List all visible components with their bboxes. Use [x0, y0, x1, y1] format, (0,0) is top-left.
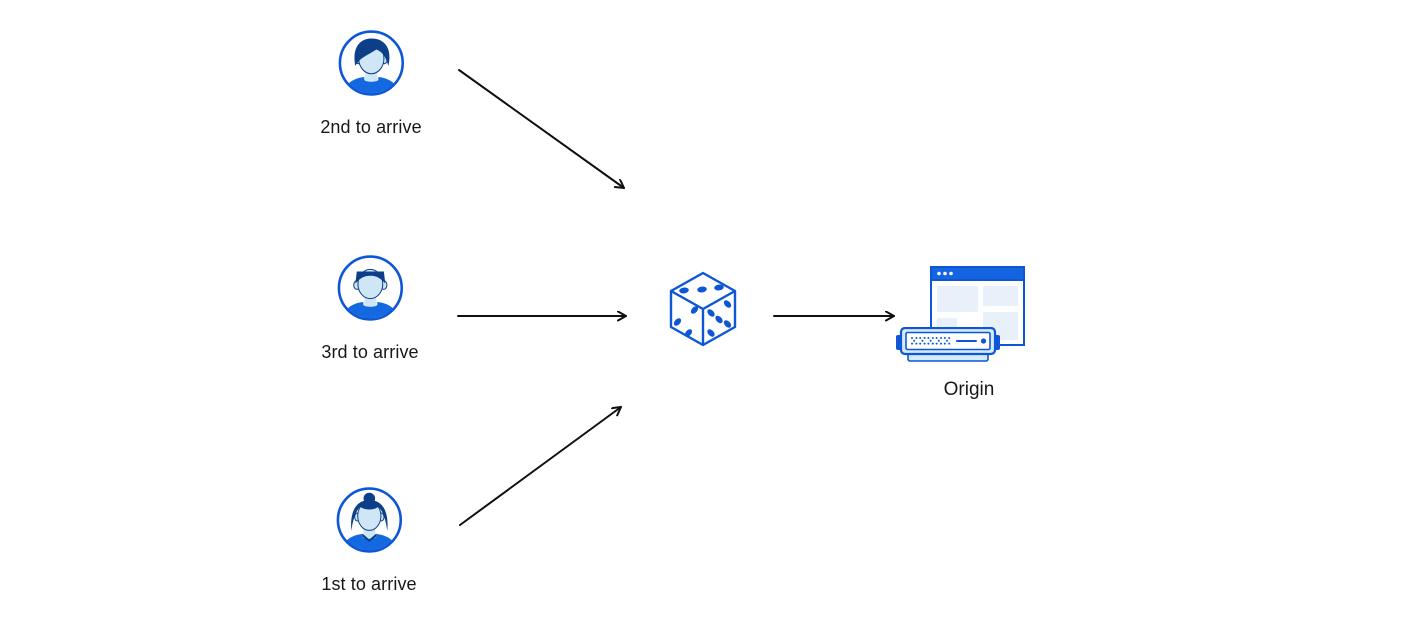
dice-icon	[669, 271, 737, 347]
female-avatar-icon	[336, 487, 402, 553]
server-icon	[896, 327, 1000, 362]
arrow-second-user-to-dice	[458, 69, 625, 189]
male-avatar-icon	[338, 30, 404, 96]
arrow-first-user-to-dice	[459, 406, 622, 526]
node-origin: Origin	[896, 266, 1036, 406]
node-first-user: 1st to arrive	[321, 487, 417, 595]
male-avatar-icon	[337, 255, 403, 321]
server-dot-pattern	[911, 337, 951, 345]
second-user-label: 2nd to arrive	[320, 117, 422, 137]
third-user-label: 3rd to arrive	[321, 342, 419, 362]
node-third-user: 3rd to arrive	[321, 255, 419, 363]
origin-label: Origin	[943, 379, 995, 400]
node-second-user: 2nd to arrive	[320, 30, 422, 138]
first-user-label: 1st to arrive	[321, 574, 417, 594]
